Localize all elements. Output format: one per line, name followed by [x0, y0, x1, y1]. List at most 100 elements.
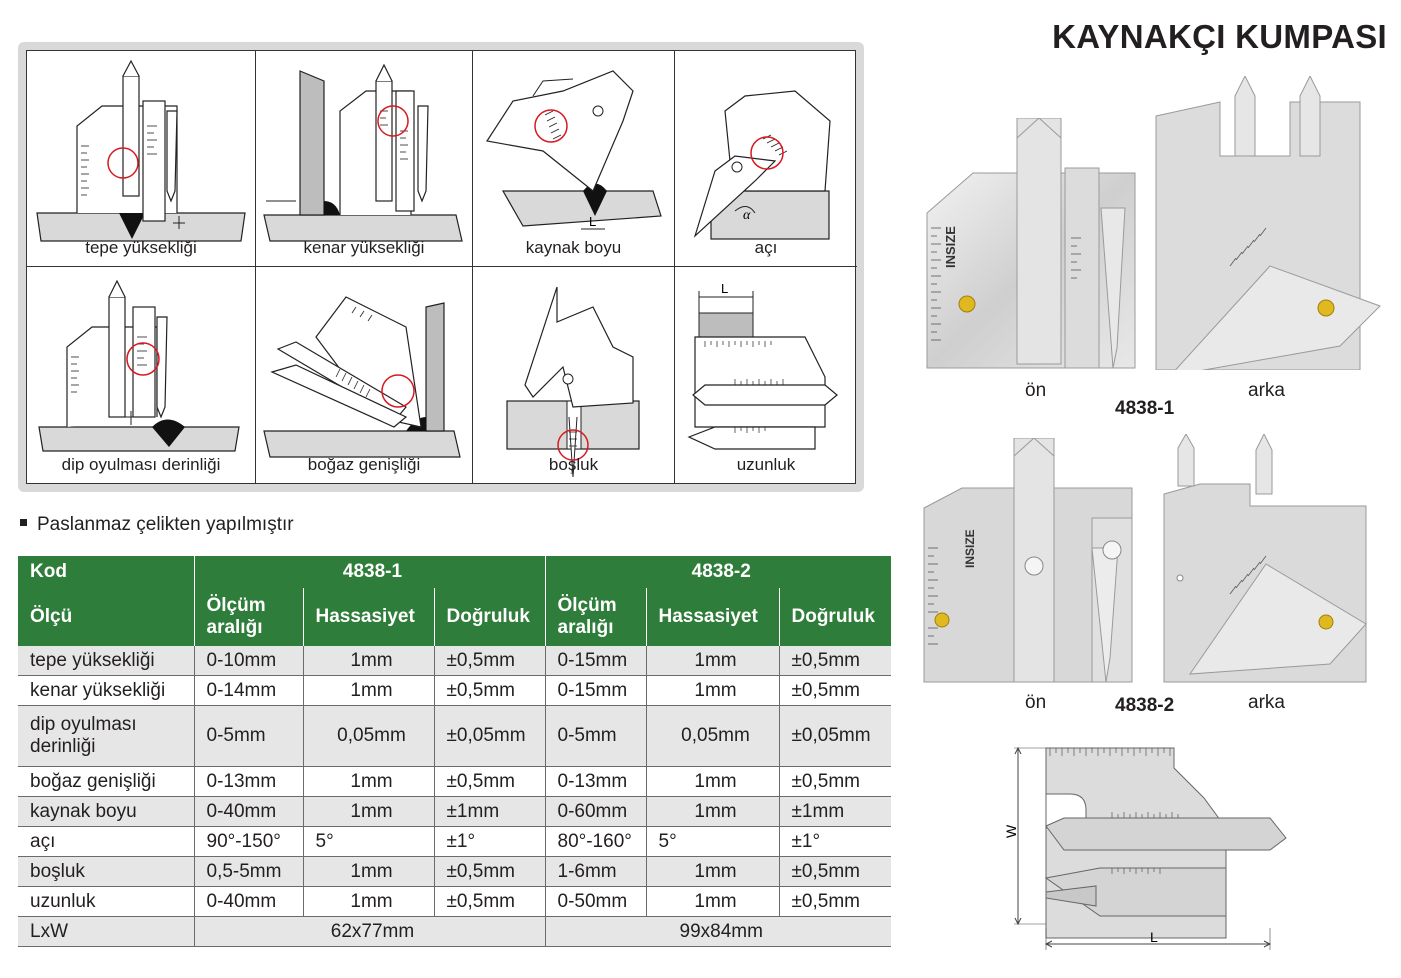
row-name: kaynak boyu — [18, 796, 195, 827]
diagram-caption: kenar yüksekliği — [303, 238, 425, 257]
table-row: tepe yüksekliği 0-10mm 1mm ±0,5mm 0-15mm… — [18, 646, 891, 676]
product-4838-2-front-image: INSIZE — [922, 437, 1150, 684]
cell-range: 1-6mm — [545, 856, 647, 887]
table-row: uzunluk 0-40mm 1mm ±0,5mm 0-50mm 1mm ±0,… — [18, 886, 891, 917]
cell-dimensions: 62x77mm — [194, 916, 546, 947]
cell-resolution: 0,05mm — [646, 705, 780, 767]
cell-resolution: 1mm — [646, 766, 780, 797]
table-row: kenar yüksekliği 0-14mm 1mm ±0,5mm 0-15m… — [18, 675, 891, 706]
diagram-caption: tepe yüksekliği — [85, 238, 197, 257]
cell-range: 0-40mm — [194, 796, 304, 827]
cell-accuracy: ±0,5mm — [779, 886, 891, 917]
cell-accuracy: ±0,5mm — [434, 886, 546, 917]
cell-resolution: 1mm — [646, 675, 780, 706]
cell-range: 0-13mm — [194, 766, 304, 797]
specification-table: Kod 4838-1 4838-2 Ölçü Ölçüm aralığı Has… — [18, 556, 891, 947]
cell-accuracy: ±1° — [434, 826, 546, 857]
diagram-caption: açı — [754, 238, 778, 257]
length-diagram: L — [687, 281, 838, 450]
page-title: KAYNAKÇI KUMPASI — [1052, 18, 1387, 55]
cell-range: 0-5mm — [194, 705, 304, 767]
model-code-label: 4838-2 — [1115, 695, 1175, 716]
cell-accuracy: ±0,5mm — [779, 856, 891, 887]
usage-diagram-panel: tepe yüksekliği kenar yüksekliği — [18, 42, 864, 492]
diagram-cell-throat-thickness: boğaz genişliği — [256, 267, 473, 483]
cell-range: 0-50mm — [545, 886, 647, 917]
model1-header: 4838-1 — [194, 556, 546, 588]
cell-range: 80°-160° — [545, 826, 647, 857]
product-4838-1-front-image: INSIZE — [925, 117, 1145, 370]
cell-accuracy: ±0,5mm — [434, 675, 546, 706]
cell-resolution: 1mm — [646, 646, 780, 676]
table-row: boşluk 0,5-5mm 1mm ±0,5mm 1-6mm 1mm ±0,5… — [18, 856, 891, 887]
cell-accuracy: ±1mm — [434, 796, 546, 827]
cell-accuracy: ±1mm — [779, 796, 891, 827]
crown-height-diagram — [36, 59, 246, 242]
leg-height-diagram — [263, 63, 463, 242]
cell-range: 90°-150° — [194, 826, 304, 857]
cell-accuracy: ±0,5mm — [779, 766, 891, 797]
angle-mark-label: α — [743, 208, 751, 223]
diagram-cell-crown-height: tepe yüksekliği — [27, 51, 256, 267]
back-label: arka — [1248, 380, 1285, 401]
cell-range: 0,5-5mm — [194, 856, 304, 887]
row-name: açı — [18, 826, 195, 857]
resolution-header: Hassasiyet — [303, 588, 435, 646]
row-name: uzunluk — [18, 886, 195, 917]
accuracy-header: Doğruluk — [434, 588, 546, 646]
front-label: ön — [1025, 692, 1047, 713]
diagram-cell-undercut-depth: dip oyulması derinliği — [27, 267, 256, 483]
resolution-header: Hassasiyet — [646, 588, 780, 646]
root-gap-diagram: L — [506, 286, 640, 478]
cell-resolution: 0,05mm — [303, 705, 435, 767]
cell-resolution: 1mm — [303, 856, 435, 887]
front-label: ön — [1025, 380, 1047, 401]
cell-resolution: 1mm — [646, 856, 780, 887]
cell-range: 0-13mm — [545, 766, 647, 797]
product-4838-1-back-image — [1150, 74, 1386, 377]
throat-thickness-diagram — [263, 296, 461, 458]
cell-resolution: 5° — [646, 826, 780, 857]
cell-accuracy: ±0,5mm — [779, 646, 891, 676]
dimension-mark-label: L — [589, 214, 596, 229]
size-header: Ölçü — [18, 588, 195, 646]
cell-accuracy: ±0,5mm — [779, 675, 891, 706]
table-row: LxW 62x77mm 99x84mm — [18, 916, 891, 947]
range-header: Ölçüm aralığı — [545, 588, 647, 646]
cell-resolution: 1mm — [303, 646, 435, 676]
row-name: tepe yüksekliği — [18, 646, 195, 676]
cell-resolution: 1mm — [646, 796, 780, 827]
cell-accuracy: ±0,5mm — [434, 646, 546, 676]
cell-range: 0-14mm — [194, 675, 304, 706]
diagram-cell-root-gap: L boşluk — [473, 267, 675, 483]
usage-diagram-grid: tepe yüksekliği kenar yüksekliği — [26, 50, 857, 484]
row-name: LxW — [18, 916, 195, 947]
product-4838-2-back-image — [1160, 432, 1382, 684]
model-code-label: 4838-1 — [1115, 398, 1175, 419]
table-row: dip oyulması derinliği 0-5mm 0,05mm ±0,0… — [18, 705, 891, 767]
table-row: açı 90°-150° 5° ±1° 80°-160° 5° ±1° — [18, 826, 891, 857]
table-row: kaynak boyu 0-40mm 1mm ±1mm 0-60mm 1mm ±… — [18, 796, 891, 827]
cell-range: 0-15mm — [545, 646, 647, 676]
cell-range: 0-15mm — [545, 675, 647, 706]
width-dimension-label: W — [1003, 824, 1019, 838]
cell-range: 0-10mm — [194, 646, 304, 676]
code-header: Kod — [18, 556, 195, 588]
cell-range: 0-60mm — [545, 796, 647, 827]
row-name: boşluk — [18, 856, 195, 887]
cell-range: 0-40mm — [194, 886, 304, 917]
undercut-depth-diagram — [38, 279, 240, 452]
back-label: arka — [1248, 692, 1285, 713]
cell-resolution: 1mm — [303, 886, 435, 917]
diagram-cell-angle: α açı — [675, 51, 857, 267]
table-row: boğaz genişliği 0-13mm 1mm ±0,5mm 0-13mm… — [18, 766, 891, 797]
cell-resolution: 5° — [303, 826, 435, 857]
bullet-icon — [20, 519, 27, 527]
dimension-mark-label: L — [721, 281, 728, 296]
row-name: boğaz genişliği — [18, 766, 195, 797]
range-header: Ölçüm aralığı — [194, 588, 304, 646]
cell-resolution: 1mm — [646, 886, 780, 917]
cell-resolution: 1mm — [303, 675, 435, 706]
cell-accuracy: ±0,5mm — [434, 856, 546, 887]
diagram-caption: kaynak boyu — [525, 238, 622, 257]
